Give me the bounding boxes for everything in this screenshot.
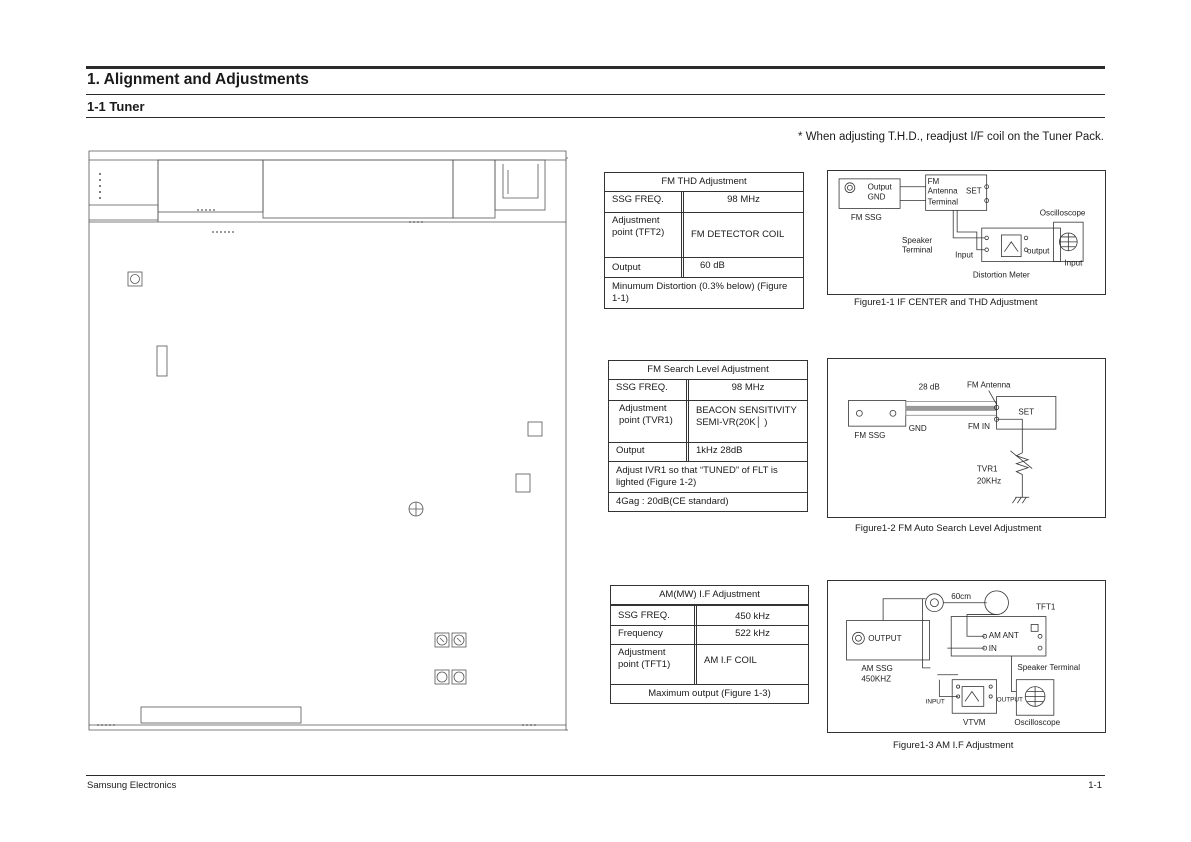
- table-value: 1kHz 28dB: [696, 444, 743, 456]
- table-value: 98 MHz: [731, 381, 765, 393]
- am-if-table: AM(MW) I.F Adjustment SSG FREQ. 450 kHz …: [610, 585, 809, 704]
- fm-search-table: FM Search Level Adjustment SSG FREQ. 98 …: [608, 360, 808, 512]
- adjustment-note: * When adjusting T.H.D., readjust I/F co…: [798, 131, 1104, 143]
- fig1-terminal-label: Terminal: [928, 197, 959, 206]
- figure-1-1-caption: Figure1-1 IF CENTER and THD Adjustment: [854, 297, 1038, 308]
- fig1-antenna-label: Antenna: [928, 187, 959, 196]
- fig3-cm-label: 60cm: [951, 592, 971, 601]
- fig1-input-label: Input: [955, 251, 974, 260]
- tuner-pcb-diagram: [88, 150, 568, 731]
- table-value: 60 dB: [700, 259, 725, 271]
- table-label: SSG FREQ.: [611, 605, 697, 625]
- table-value: FM DETECTOR COIL: [691, 228, 785, 240]
- figure-1-3-caption: Figure1-3 AM I.F Adjustment: [893, 740, 1014, 751]
- table-label: Frequency: [611, 625, 697, 644]
- fig2-gnd-label: GND: [909, 424, 927, 433]
- fig1-output-small-label: output: [1027, 247, 1050, 256]
- fig3-output-label: OUTPUT: [868, 634, 901, 643]
- fig3-vtvm-label: VTVM: [963, 718, 986, 727]
- table-label: Adjustment point (TFT2): [605, 212, 684, 257]
- table-label: SSG FREQ.: [605, 191, 684, 212]
- section-title: 1. Alignment and Adjustments: [87, 71, 309, 88]
- fm-thd-table: FM THD Adjustment SSG FREQ. 98 MHz Adjus…: [604, 172, 804, 309]
- fig2-tvr1-label: TVR1: [977, 465, 998, 474]
- fig3-am-ant-label: AM ANT: [989, 631, 1019, 640]
- table-title: AM(MW) I.F Adjustment: [659, 589, 760, 600]
- fig1-oscilloscope-label: Oscilloscope: [1040, 208, 1086, 217]
- fig1-output-label: Output: [868, 183, 893, 192]
- fig1-fm-ssg-label: FM SSG: [851, 213, 882, 222]
- fig1-speaker-label: Speaker: [902, 236, 932, 245]
- fig1-set-label: SET: [966, 187, 982, 196]
- table-value: BEACON SENSITIVITY SEMI-VR(20K│ ): [696, 404, 797, 428]
- fig2-set-label: SET: [1018, 407, 1034, 416]
- table-value: AM I.F COIL: [704, 654, 757, 666]
- fig1-fm-label: FM: [928, 177, 940, 186]
- fig3-am-freq-label: 450KHZ: [861, 675, 891, 684]
- table-label: SSG FREQ.: [609, 379, 689, 400]
- fig1-gnd-label: GND: [868, 193, 886, 202]
- table-value: 522 kHz: [735, 627, 770, 639]
- fig1-distortion-meter-label: Distortion Meter: [973, 270, 1030, 279]
- table-label: Adjustment point (TVR1): [609, 400, 689, 442]
- table-footer: Adjust IVR1 so that “TUNED” of FLT is li…: [616, 464, 778, 488]
- figure-1-3-diagram: 60cm TFT1 OUTPUT AM ANT IN AM SSG 450KHZ…: [827, 580, 1106, 733]
- table-title: FM Search Level Adjustment: [647, 364, 769, 375]
- footer-rule: [86, 775, 1105, 776]
- table-value: 98 MHz: [727, 193, 760, 205]
- fig2-db-label: 28 dB: [919, 383, 940, 392]
- fig3-tft1-label: TFT1: [1036, 603, 1056, 612]
- fig2-khz-label: 20KHz: [977, 476, 1001, 485]
- fig3-oscilloscope-label: Oscilloscope: [1014, 718, 1060, 727]
- fig3-in-label: IN: [989, 644, 997, 653]
- fig3-am-ssg-label: AM SSG: [861, 664, 892, 673]
- fig2-fm-ssg-label: FM SSG: [854, 431, 885, 440]
- section-rule: [86, 94, 1105, 95]
- table-label: Output: [605, 257, 684, 277]
- table-footer: Minumum Distortion (0.3% below) (Figure …: [612, 280, 788, 304]
- table-footer: Maximum output (Figure 1-3): [648, 687, 771, 699]
- page-number: 1-1: [1088, 780, 1102, 791]
- top-rule: [86, 66, 1105, 69]
- fig3-output-small-label: OUTPUT: [997, 696, 1023, 703]
- subsection-rule: [86, 117, 1105, 118]
- fig2-fm-antenna-label: FM Antenna: [967, 381, 1011, 390]
- fig2-fm-in-label: FM IN: [968, 422, 990, 431]
- fig3-speaker-terminal-label: Speaker Terminal: [1017, 663, 1080, 672]
- fig3-input-label: INPUT: [926, 698, 945, 705]
- subsection-title: 1-1 Tuner: [87, 99, 145, 114]
- fig1-input2-label: Input: [1064, 258, 1083, 267]
- fig1-speaker-terminal-label: Terminal: [902, 246, 933, 255]
- table-value: 450 kHz: [735, 610, 770, 622]
- table-label: Output: [609, 442, 689, 461]
- footer-company: Samsung Electronics: [87, 780, 177, 791]
- figure-1-2-caption: Figure1-2 FM Auto Search Level Adjustmen…: [855, 523, 1042, 534]
- table-footer-standard: 4Gag : 20dB(CE standard): [616, 495, 729, 507]
- figure-1-2-diagram: 28 dB FM Antenna SET GND FM IN FM SSG TV…: [827, 358, 1106, 518]
- figure-1-1-diagram: Output GND FM SSG FM Antenna SET Termina…: [827, 170, 1106, 295]
- table-label: Adjustment point (TFT1): [611, 644, 697, 684]
- table-title: FM THD Adjustment: [661, 176, 747, 187]
